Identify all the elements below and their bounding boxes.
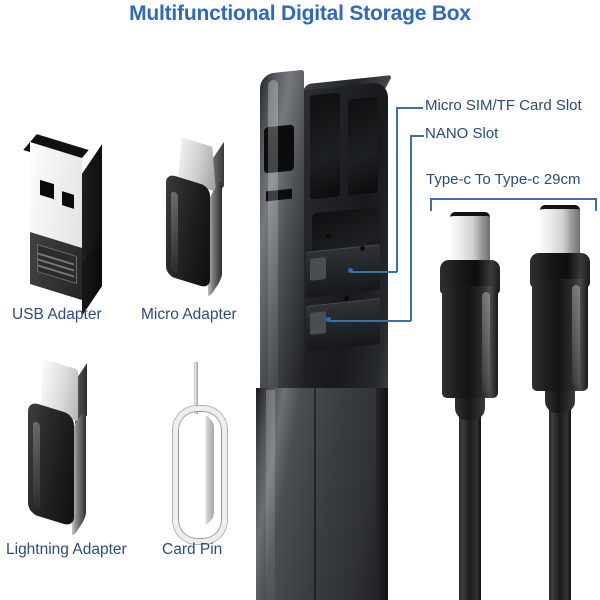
callout-typec-label: Type-c To Type-c 29cm [426,171,581,188]
micro-sim-tf-slot-tab [310,257,326,281]
lightning-adapter-image [20,358,106,539]
micro-adapter-caption: Micro Adapter [141,306,237,323]
storage-box-cavity-2 [348,96,378,196]
card-pin-needle [194,362,198,414]
callout-nano-slot-leader-v [410,135,412,321]
callout-micro-sim-tf-label: Micro SIM/TF Card Slot [425,97,582,114]
callout-nano-slot-leader-h1 [410,135,424,137]
storage-box-highlight [268,79,278,391]
callout-nano-slot-leader-h2 [330,320,411,322]
card-pin-loop [173,406,227,544]
storage-box-pin-hole-1 [326,234,331,239]
card-pin-image [168,362,228,544]
micro-body-side [208,178,222,300]
callout-micro-sim-tf-dot [348,268,353,273]
storage-box-lower-edge [376,388,388,600]
type-c-cable-right [549,407,571,600]
type-c-housing-highlight-left [482,292,490,392]
usb-adapter-caption: USB Adapter [12,306,102,323]
storage-box-image [248,58,404,600]
callout-typec-bracket-left [430,198,432,211]
card-pin-caption: Card Pin [162,541,223,558]
storage-box-pin-hole-3 [344,296,349,301]
card-pin-loop-shading [205,414,214,526]
callout-typec-bracket-right [595,198,597,211]
type-c-housing-left [442,286,498,398]
micro-body-highlight [171,190,178,274]
type-c-connector-right [528,205,592,600]
usb-adapter-image [22,134,108,316]
type-c-cable-left [459,414,481,600]
lightning-body-highlight [33,420,40,510]
type-c-strain-relief-right [545,387,575,413]
callout-nano-slot-label: NANO Slot [425,125,499,142]
type-c-strain-relief-left [455,394,485,420]
storage-box-lower-highlight [266,390,275,600]
storage-box-cavity-1 [310,92,340,200]
page-title: Multifunctional Digital Storage Box [129,2,471,25]
type-c-housing-right [532,279,588,391]
storage-box-left-wall [260,69,304,405]
callout-nano-slot-dot [326,317,331,322]
type-c-housing-highlight-right [572,285,580,385]
callout-micro-sim-tf-leader-h2 [352,271,397,273]
callout-micro-sim-tf-leader-v [396,107,398,272]
type-c-connector-left [438,212,502,600]
lightning-body-side [72,407,86,539]
storage-box-pin-hole-2 [360,246,365,251]
callout-typec-bracket-top [430,198,597,200]
nano-slot-tab [310,311,326,335]
callout-micro-sim-tf-leader-h1 [396,107,423,109]
storage-box-lower-seam [314,388,316,600]
storage-box-lower-body [256,388,388,600]
micro-adapter-image [158,140,242,300]
lightning-adapter-caption: Lightning Adapter [6,541,127,558]
